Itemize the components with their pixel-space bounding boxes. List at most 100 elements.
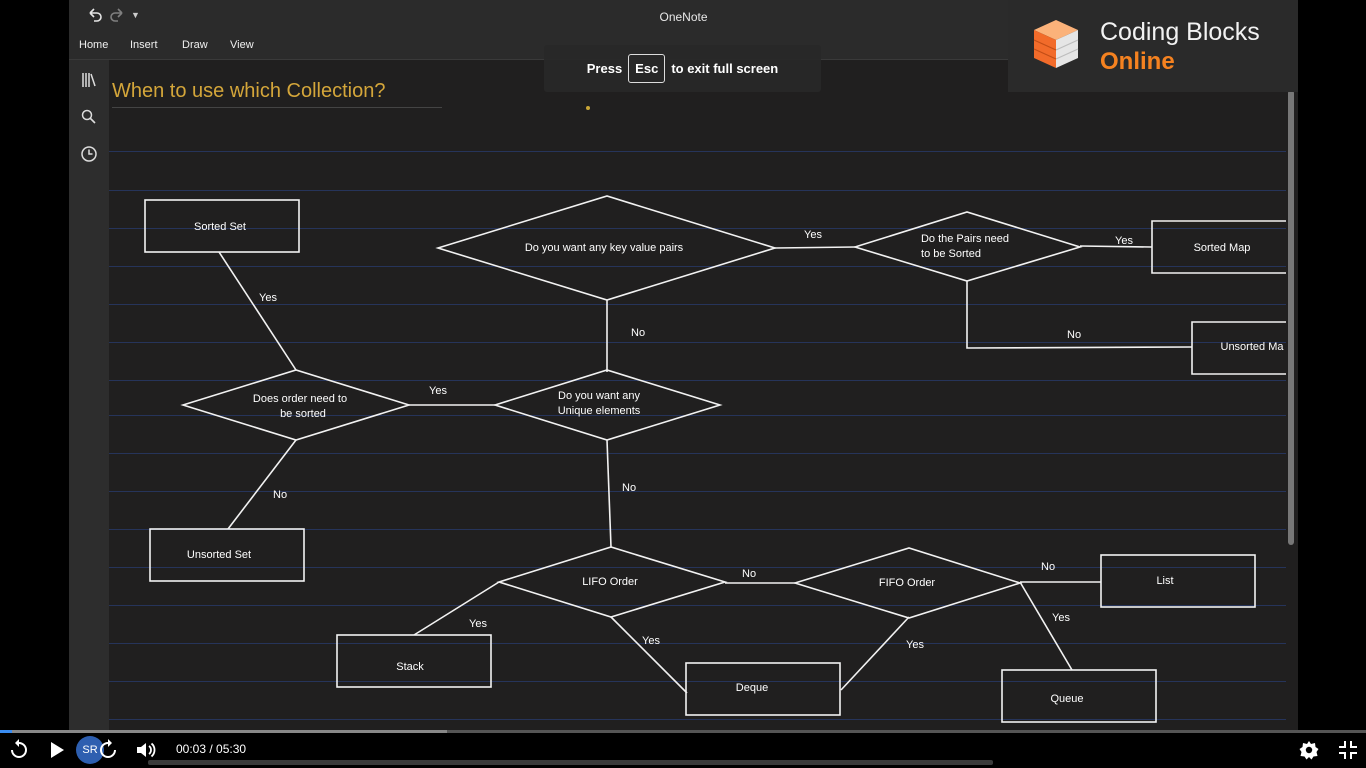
edge-lifo-yes-deque (610, 616, 688, 694)
label-unique-line1: Do you want any (558, 390, 640, 402)
rule-line (109, 266, 1286, 267)
vertical-scrollbar[interactable] (1288, 90, 1294, 545)
customize-toolbar-icon[interactable]: ▼ (131, 10, 140, 20)
played-range (0, 730, 13, 733)
edge-label-unique-no: No (622, 482, 636, 494)
rule-line (109, 643, 1286, 644)
edge-fifo-yes-deque (840, 616, 910, 691)
label-unique-line2: Unique elements (558, 405, 641, 417)
app-title: OneNote (659, 10, 708, 24)
decision-order-sorted (180, 369, 412, 441)
tab-view[interactable]: View (230, 39, 254, 51)
rule-line (109, 453, 1286, 454)
rule-line (109, 380, 1286, 381)
settings-icon[interactable] (1297, 738, 1321, 762)
edge-label-lifo-yes-stack: Yes (469, 618, 487, 630)
decision-pairs-sorted (852, 211, 1083, 282)
label-sorted-map: Sorted Map (1194, 242, 1251, 254)
edge-unsorted-set-no (227, 439, 297, 530)
label-pairs-line1: Do the Pairs need (921, 233, 1009, 245)
rule-line (109, 719, 1286, 720)
tab-draw[interactable]: Draw (182, 39, 208, 51)
collection-flowchart: Sorted Set Unsorted Set Sorted Map Unsor… (144, 195, 1286, 723)
horizontal-scrollbar[interactable] (148, 760, 993, 765)
exit-fullscreen-icon[interactable] (1336, 738, 1360, 762)
search-icon[interactable] (79, 107, 99, 127)
label-unsorted-map: Unsorted Ma (1221, 341, 1285, 353)
label-order-line2: be sorted (280, 408, 326, 420)
decision-key-value-pairs (435, 195, 778, 301)
rule-line (109, 681, 1286, 682)
fullscreen-notice-suffix: to exit full screen (671, 61, 779, 76)
box-queue (1001, 669, 1157, 723)
label-pairs-line2: to be Sorted (921, 248, 981, 260)
title-underline (112, 107, 442, 108)
rule-line (109, 228, 1286, 229)
rule-line (109, 491, 1286, 492)
label-fifo: FIFO Order (879, 577, 936, 589)
label-kv-question: Do you want any key value pairs (525, 242, 684, 254)
speed-badge[interactable]: SR (76, 736, 104, 764)
seek-bar[interactable] (0, 730, 1366, 733)
decision-fifo-order (792, 547, 1023, 619)
box-unsorted-map (1191, 321, 1286, 375)
undo-icon[interactable] (85, 6, 105, 26)
note-page[interactable]: When to use which Collection? (109, 60, 1286, 730)
edge-lifo-yes-stack (413, 581, 500, 636)
box-sorted-set (144, 199, 300, 253)
rule-line (109, 529, 1286, 530)
brand-watermark: Coding Blocks Online (1008, 0, 1298, 92)
rule-line (109, 567, 1286, 568)
label-order-line1: Does order need to (253, 393, 347, 405)
box-sorted-map (1151, 220, 1286, 274)
label-list: List (1156, 575, 1173, 587)
edge-label-pairs-yes: Yes (1115, 235, 1133, 247)
edge-unique-no (606, 439, 612, 548)
edge-sorted-set-yes (218, 251, 297, 371)
tab-home[interactable]: Home (79, 39, 109, 51)
label-unsorted-set: Unsorted Set (187, 549, 251, 561)
edge-pairs-no (966, 281, 1193, 349)
box-deque (685, 662, 841, 716)
box-unsorted-set (149, 528, 305, 582)
page-title[interactable]: When to use which Collection? (112, 80, 386, 102)
edge-label-kv-yes: Yes (804, 229, 822, 241)
label-stack: Stack (396, 661, 424, 673)
box-stack (336, 634, 492, 688)
edge-label-unique-yes: Yes (429, 385, 447, 397)
edge-label-kv-no: No (631, 327, 645, 339)
notebooks-icon[interactable] (79, 70, 99, 90)
coding-blocks-logo-icon (1033, 20, 1079, 68)
edge-label-pairs-no: No (1067, 329, 1081, 341)
brand-subname: Online (1100, 48, 1175, 75)
rule-line (109, 342, 1286, 343)
edge-pairs-yes (1079, 245, 1153, 248)
replay-icon[interactable] (7, 738, 31, 762)
time-display: 00:03 / 05:30 (176, 742, 247, 756)
edge-label-fifo-yes-queue: Yes (1052, 612, 1070, 624)
edge-label-sorted-set-yes: Yes (259, 292, 277, 304)
ink-dot (586, 106, 590, 110)
edge-label-lifo-no: No (742, 568, 756, 580)
rule-line (109, 605, 1286, 606)
fullscreen-notice-prefix: Press (586, 61, 623, 76)
play-icon[interactable] (45, 738, 69, 762)
redo-icon[interactable] (107, 6, 127, 26)
tab-insert[interactable]: Insert (130, 39, 158, 51)
rule-line (109, 151, 1286, 152)
edge-label-unsorted-set-no: No (273, 489, 287, 501)
volume-icon[interactable] (134, 738, 158, 762)
edge-label-fifo-yes-deque: Yes (906, 639, 924, 651)
brand-name: Coding Blocks (1100, 18, 1260, 46)
label-queue: Queue (1050, 693, 1083, 705)
navigation-bar (69, 60, 109, 730)
rule-line (109, 190, 1286, 191)
label-sorted-set: Sorted Set (194, 221, 246, 233)
label-deque: Deque (736, 682, 768, 694)
recent-notes-icon[interactable] (79, 144, 99, 164)
box-list (1100, 554, 1256, 608)
decision-unique-elements (492, 369, 723, 441)
edge-fifo-yes-queue (1019, 581, 1073, 671)
forward-icon[interactable] (96, 738, 120, 762)
esc-key-badge: Esc (628, 54, 666, 83)
